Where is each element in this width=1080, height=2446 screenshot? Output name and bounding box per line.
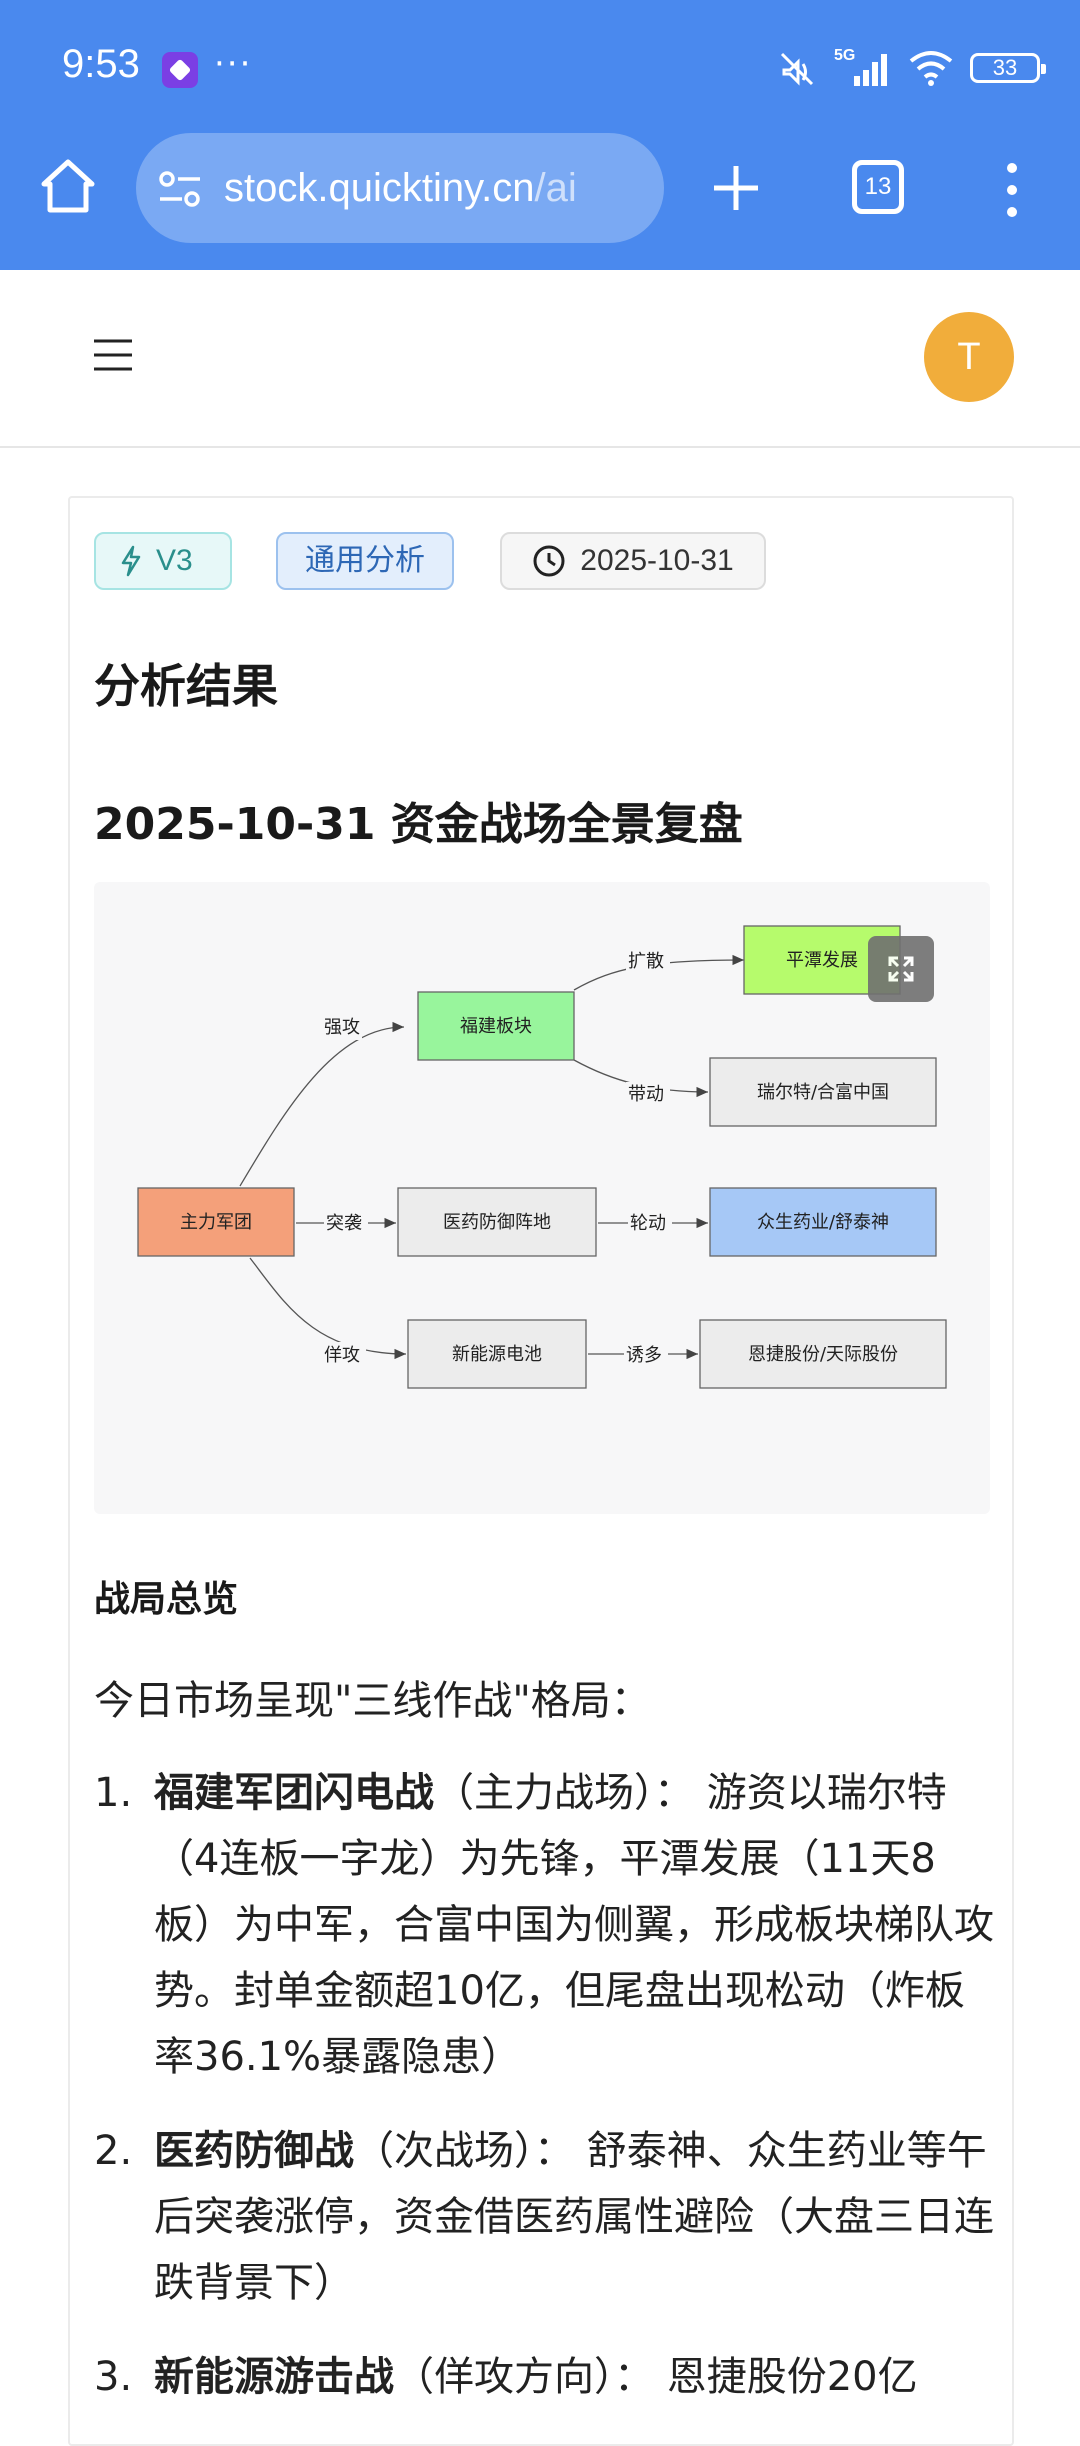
overflow-menu-icon[interactable] bbox=[1000, 160, 1024, 220]
node-box-yiyao bbox=[397, 1187, 597, 1257]
url-path: /ai bbox=[534, 166, 577, 210]
fullscreen-button[interactable] bbox=[868, 936, 934, 1002]
new-tab-icon[interactable] bbox=[708, 160, 764, 216]
signal-5g-icon: 5G bbox=[834, 47, 887, 86]
version-label: V3 bbox=[156, 544, 193, 577]
list-number: 2. bbox=[94, 2128, 133, 2174]
category-label: 通用分析 bbox=[305, 544, 425, 577]
node-main: 主力军团 bbox=[180, 1212, 252, 1233]
node-box-ruier bbox=[709, 1057, 937, 1127]
node-fujian: 福建板块 bbox=[460, 1016, 532, 1037]
list-item: 1. 福建军团闪电战（主力战场）： 游资以瑞尔特（4连板一字龙）为先锋，平潭发展（… bbox=[94, 1760, 994, 2090]
app-header: T bbox=[0, 270, 1080, 448]
node-pingtan: 平潭发展 bbox=[786, 950, 858, 971]
edge-line-yanggong bbox=[249, 1257, 407, 1360]
date-tag: 2025-10-31 bbox=[500, 532, 766, 590]
version-tag: V3 bbox=[94, 532, 232, 590]
report-title: 2025-10-31 资金战场全景复盘 bbox=[94, 799, 743, 850]
url-host: stock.quicktiny.cn bbox=[224, 166, 535, 210]
edge-line-qianggong bbox=[239, 1021, 405, 1187]
list-item: 3. 新能源游击战（佯攻方向）： 恩捷股份20亿 bbox=[94, 2344, 994, 2410]
list-item-title: 新能源游击战 bbox=[154, 2354, 394, 2400]
date-label: 2025-10-31 bbox=[580, 544, 734, 577]
node-enjie: 恩捷股份/天际股份 bbox=[748, 1344, 898, 1365]
node-box-zhongsheng bbox=[709, 1187, 937, 1257]
battery-icon: 33 bbox=[970, 53, 1046, 83]
battle-list: 1. 福建军团闪电战（主力战场）： 游资以瑞尔特（4连板一字龙）为先锋，平潭发展（… bbox=[94, 1760, 994, 2438]
edge-label-daidong: 带动 bbox=[628, 1084, 664, 1105]
lightning-icon bbox=[121, 545, 141, 577]
list-item-text: （次战场）： 舒泰神、众生药业等午后突袭涨停，资金借医药属性避险（大盘三日连跌背… bbox=[154, 2128, 994, 2306]
edge-label-tuxi: 突袭 bbox=[326, 1213, 362, 1234]
expand-icon bbox=[888, 956, 914, 982]
wifi-icon bbox=[909, 51, 953, 86]
clock-icon bbox=[533, 545, 565, 577]
edge-label-youduo: 诱多 bbox=[626, 1345, 662, 1366]
intro-text: 今日市场呈现"三线作战"格局： bbox=[94, 1678, 651, 1724]
node-box-xinnengyuan bbox=[407, 1319, 587, 1389]
edge-label-qianggong: 强攻 bbox=[324, 1017, 360, 1038]
flow-diagram: 强攻 扩散 带动 突袭 轮动 佯攻 诱多 bbox=[94, 882, 990, 1514]
address-bar[interactable]: stock.quicktiny.cn/ai bbox=[136, 133, 664, 243]
app-notification-icon bbox=[162, 52, 198, 88]
status-bar: 9:53 ··· 5G 33 bbox=[0, 0, 1080, 140]
more-notifications-icon: ··· bbox=[214, 44, 253, 84]
status-time: 9:53 bbox=[62, 42, 140, 86]
node-box-enjie bbox=[699, 1319, 947, 1389]
list-number: 3. bbox=[94, 2354, 133, 2400]
svg-text:5G: 5G bbox=[834, 47, 855, 64]
category-tag: 通用分析 bbox=[276, 532, 454, 590]
list-item-text: （佯攻方向）： 恩捷股份20亿 bbox=[394, 2354, 918, 2400]
node-box-main bbox=[137, 1187, 295, 1257]
list-item-title: 福建军团闪电战 bbox=[154, 1770, 434, 1816]
edge-label-yanggong: 佯攻 bbox=[324, 1345, 360, 1366]
list-number: 1. bbox=[94, 1770, 133, 1816]
analysis-card: V3 通用分析 2025-10-31 分析结果 2025-10-31 资金战场全… bbox=[68, 496, 1014, 2446]
status-icons: 5G 33 bbox=[776, 46, 1046, 90]
list-item-title: 医药防御战 bbox=[154, 2128, 354, 2174]
hamburger-menu-icon[interactable] bbox=[94, 338, 132, 372]
list-item: 2. 医药防御战（次战场）： 舒泰神、众生药业等午后突袭涨停，资金借医药属性避险（… bbox=[94, 2118, 994, 2316]
browser-chrome: 9:53 ··· 5G 33 stock.quicktiny.cn/ai 13 bbox=[0, 0, 1080, 270]
home-icon[interactable] bbox=[38, 156, 98, 216]
mute-icon bbox=[780, 52, 814, 86]
node-zhongsheng: 众生药业/舒泰神 bbox=[757, 1212, 889, 1233]
user-avatar[interactable]: T bbox=[924, 312, 1014, 402]
section-heading: 战局总览 bbox=[94, 1579, 239, 1620]
node-xinnengyuan: 新能源电池 bbox=[452, 1344, 542, 1365]
node-box-fujian bbox=[417, 991, 575, 1061]
flow-diagram-svg: 强攻 扩散 带动 突袭 轮动 佯攻 诱多 bbox=[137, 925, 947, 1389]
tab-switcher-button[interactable]: 13 bbox=[852, 160, 904, 214]
site-settings-icon[interactable] bbox=[158, 169, 202, 209]
node-yiyao: 医药防御阵地 bbox=[443, 1212, 551, 1233]
list-item-text: （主力战场）： 游资以瑞尔特（4连板一字龙）为先锋，平潭发展（11天8板）为中军… bbox=[154, 1770, 994, 2080]
page-title: 分析结果 bbox=[94, 659, 278, 713]
node-ruier: 瑞尔特/合富中国 bbox=[757, 1082, 889, 1103]
edge-label-kuosan: 扩散 bbox=[628, 951, 664, 972]
edge-label-lundong: 轮动 bbox=[630, 1213, 666, 1234]
